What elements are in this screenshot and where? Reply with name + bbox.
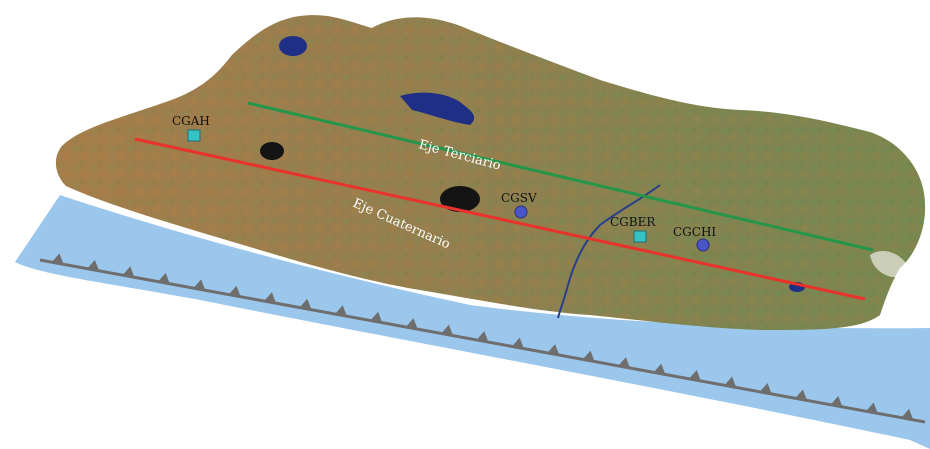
trench-tooth — [193, 279, 206, 291]
station-cgchi: CGCHI — [673, 225, 716, 252]
reservoir — [400, 92, 475, 125]
ocean-area — [15, 195, 930, 449]
river-lempa — [557, 184, 661, 319]
trench-tooth — [547, 344, 560, 356]
trench-tooth — [759, 383, 772, 394]
trench-tooth — [228, 285, 241, 297]
trench-tooth — [51, 253, 64, 265]
trench-tooth — [299, 298, 312, 310]
trench-tooth — [795, 389, 808, 401]
station-cgah: CGAH — [172, 114, 210, 142]
trench-tooth — [334, 305, 347, 317]
trench-tooth — [830, 395, 843, 407]
quaternary-axis-line — [134, 137, 866, 301]
trench-tooth — [405, 318, 418, 330]
trench-tooth — [724, 376, 737, 388]
station-label: CGCHI — [673, 225, 716, 239]
subduction-trench-line — [39, 253, 926, 424]
trench-tooth — [441, 324, 454, 336]
trench-tooth — [688, 370, 701, 381]
trench-tooth — [370, 311, 383, 323]
land-mass — [55, 15, 926, 330]
square-marker-icon — [187, 129, 201, 142]
square-marker-icon — [633, 230, 647, 243]
tertiary-axis-line — [247, 101, 874, 252]
trench-teeth — [51, 253, 914, 420]
trench-tooth — [157, 272, 170, 284]
trench-tooth — [511, 337, 524, 349]
trench-tooth — [264, 292, 277, 304]
trench-tooth — [476, 331, 489, 343]
trench-tooth — [618, 357, 631, 369]
gulf-coast — [870, 250, 907, 278]
trench-tooth — [901, 408, 914, 420]
station-label: CGBER — [610, 215, 656, 229]
trench-tooth — [87, 259, 100, 271]
lake-guija — [279, 36, 307, 56]
station-cgber: CGBER — [610, 215, 656, 243]
trench-tooth — [582, 350, 595, 362]
trench-tooth — [865, 402, 878, 414]
lake-coatepeque — [260, 142, 284, 160]
circle-marker-icon — [696, 238, 710, 252]
trench-tooth — [122, 266, 135, 278]
station-label: CGAH — [172, 114, 210, 128]
station-label: CGSV — [501, 191, 537, 205]
circle-marker-icon — [514, 205, 528, 219]
lake-ilopango — [440, 186, 480, 212]
station-cgsv: CGSV — [501, 191, 537, 219]
trench-tooth — [653, 363, 666, 375]
